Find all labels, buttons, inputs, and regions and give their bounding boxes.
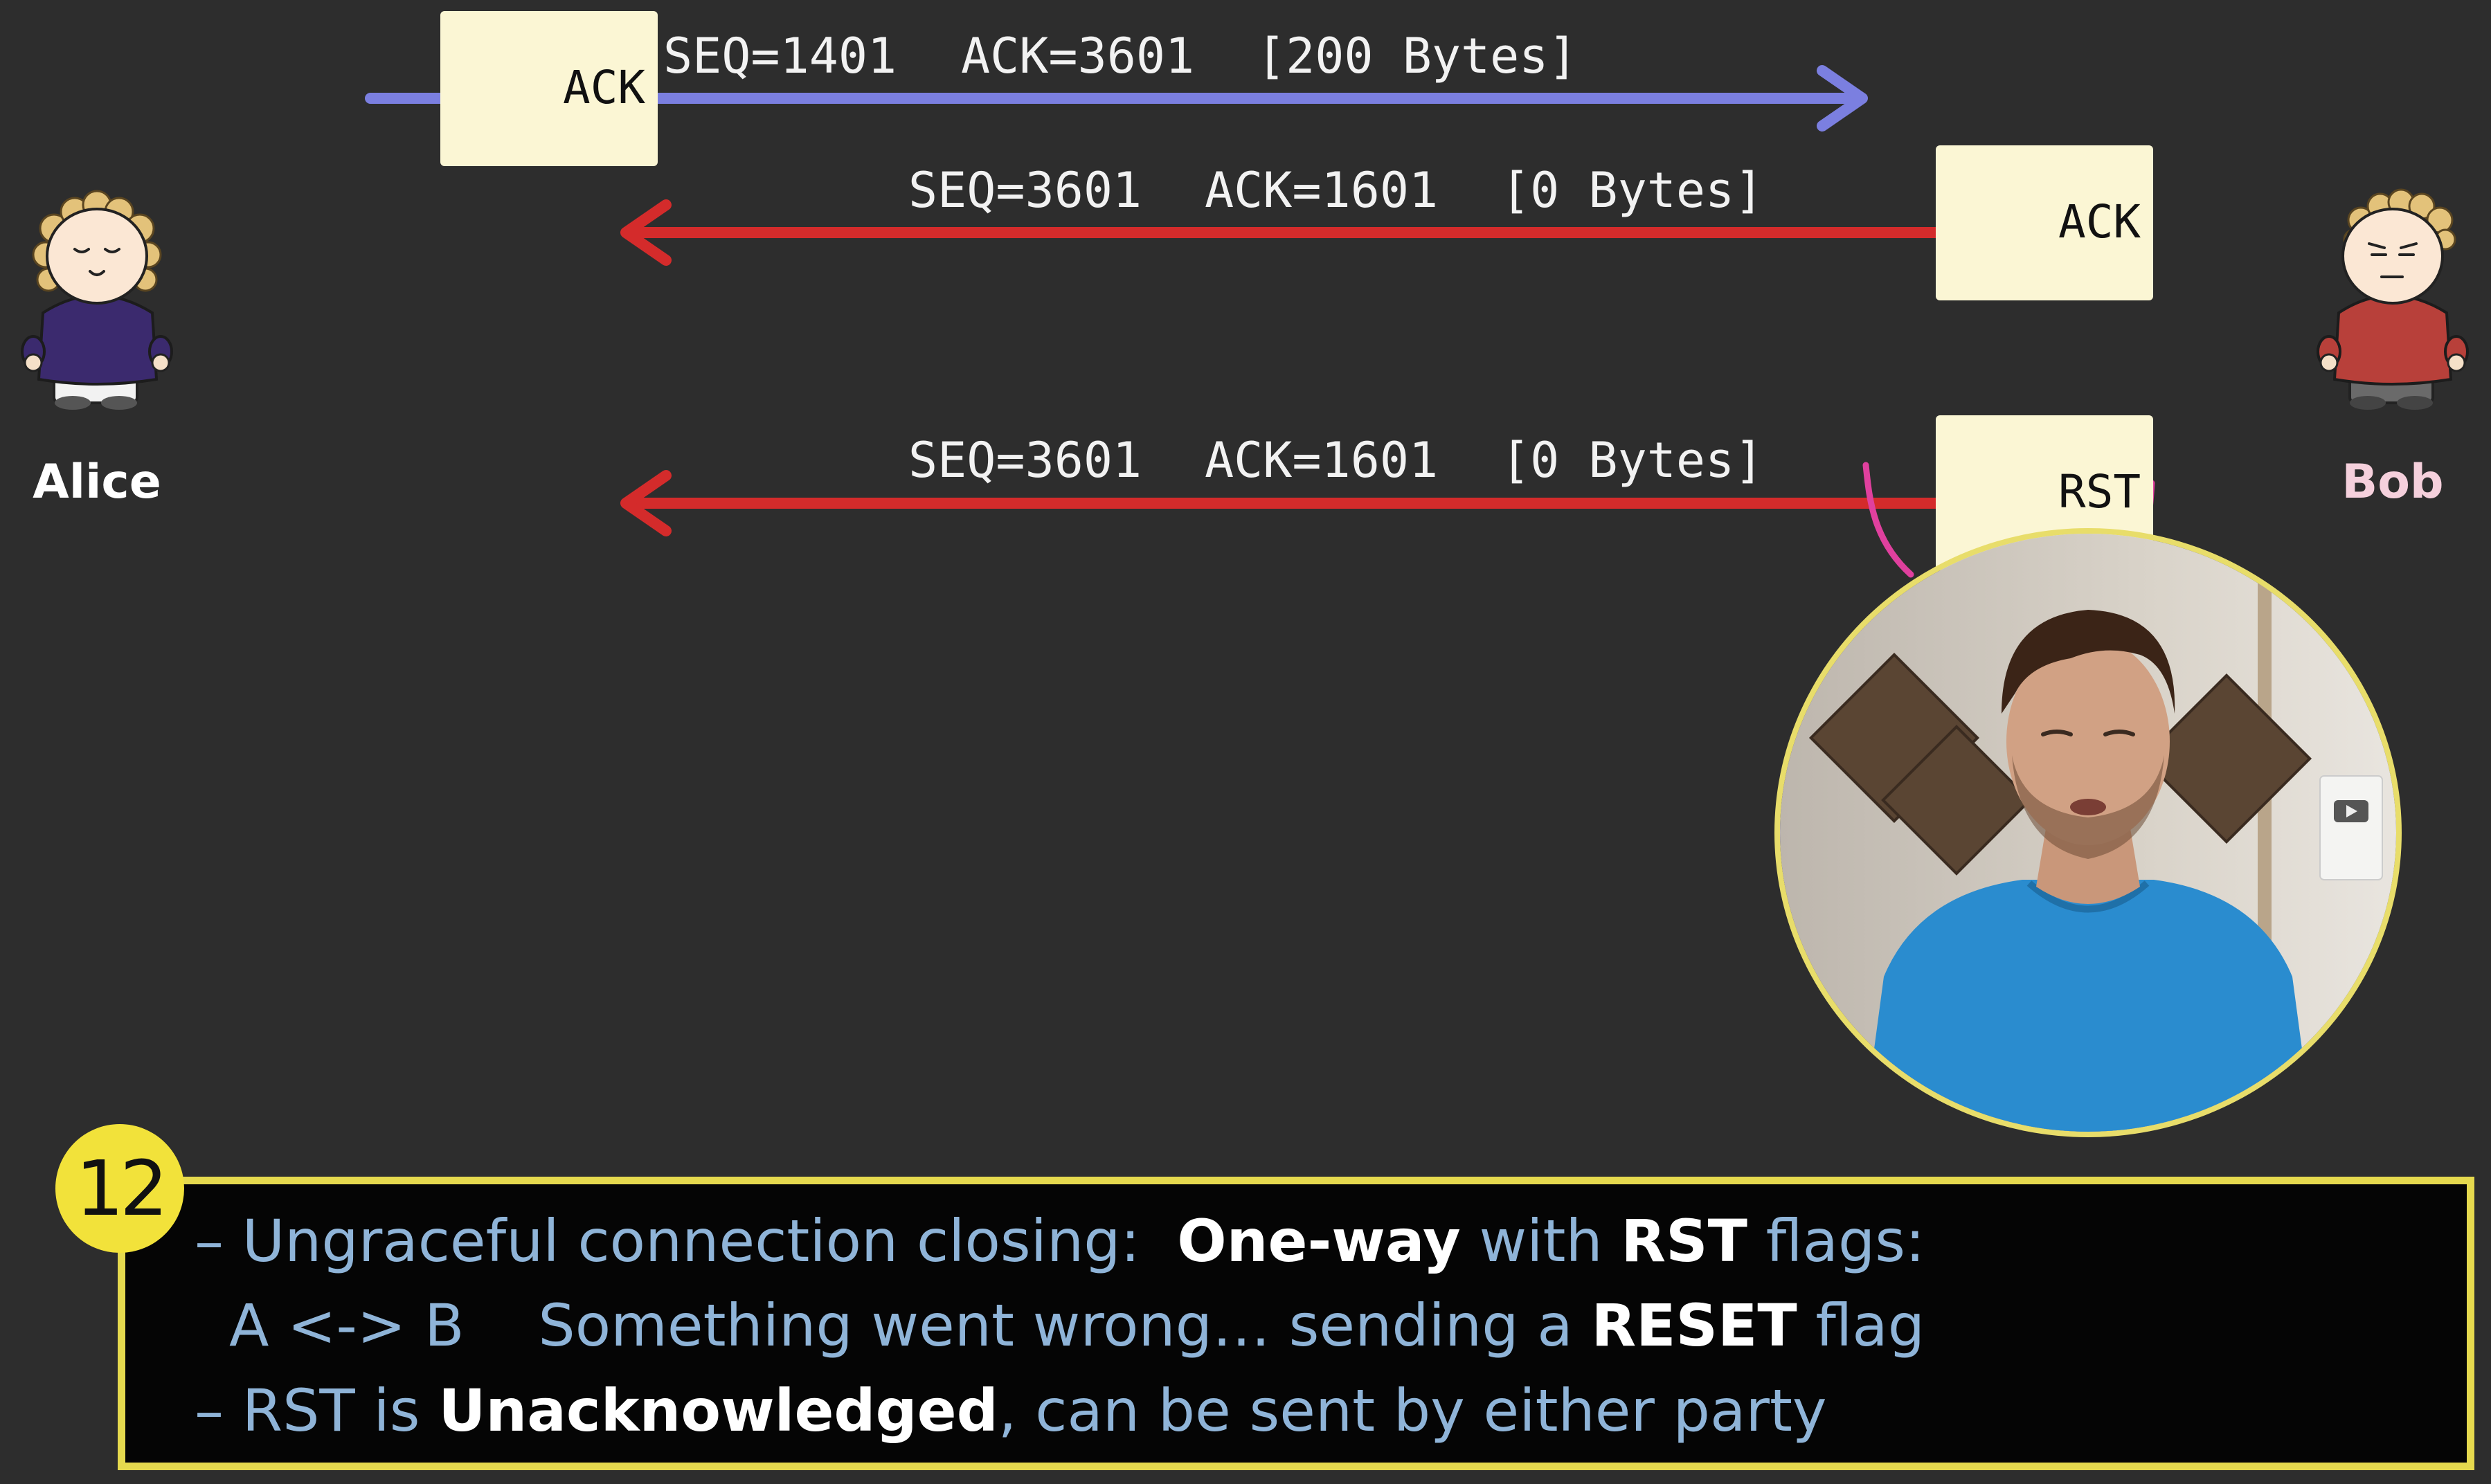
msg-2-seq: SEQ=3601 (908, 162, 1142, 219)
msg-3-ack: ACK=1601 (1205, 432, 1439, 489)
alice-name: Alice (33, 455, 161, 509)
arrow-msg-2 (620, 199, 2125, 266)
presenter-webcam-overlay (1774, 528, 2402, 1137)
caption-line-3: – RST is Unacknowledged, can be sent by … (195, 1382, 1827, 1440)
caption-line-2-emph-reset: RESET (1591, 1292, 1797, 1359)
annotation-stroke-left (1862, 462, 1914, 578)
msg-1-ack: ACK=3601 (961, 28, 1195, 84)
flag-text: ACK (562, 61, 646, 114)
wall-plaque (2319, 775, 2383, 880)
msg-1-seq: SEQ=1401 (663, 28, 897, 84)
msg-3-seq: SEQ=3601 (908, 432, 1142, 489)
caption-line-1-part-a: – Ungraceful connection closing: (195, 1207, 1178, 1275)
msg-3-size: [0 Bytes] (1501, 432, 1764, 489)
caption-panel: – Ungraceful connection closing: One-way… (118, 1177, 2474, 1470)
msg-1-size: [200 Bytes] (1257, 28, 1578, 84)
msg-2-ack: ACK=1601 (1205, 162, 1439, 219)
caption-line-1-part-c: with (1460, 1207, 1621, 1275)
flag-badge-ack-2: ACK (1936, 145, 2154, 300)
webcam-scene (1780, 534, 2396, 1132)
bob-label: Bob (2303, 459, 2483, 506)
presenter-face (2006, 637, 2170, 845)
caption-line-3-emph-unacknowledged: Unacknowledged (438, 1377, 998, 1445)
caption-line-1-emph-rst: RST (1621, 1207, 1747, 1275)
caption-line-3-part-c: , can be sent by either party (998, 1377, 1827, 1445)
caption-line-1-emph-oneway: One-way (1177, 1207, 1461, 1275)
flag-text: RST (2058, 465, 2141, 518)
presenter-shirt (1863, 880, 2313, 1132)
msg-2-size: [0 Bytes] (1501, 162, 1764, 219)
bob-name: Bob (2341, 455, 2444, 509)
wall-panels (1808, 652, 2312, 876)
caption-line-2-part-c: flag (1797, 1292, 1925, 1359)
flag-badge-ack-1: ACK (440, 11, 658, 166)
caption-line-3-part-a: – RST is (195, 1377, 439, 1445)
step-number-badge: 12 (55, 1124, 184, 1253)
flag-text: ACK (2058, 195, 2141, 248)
caption-line-1-part-e: flags: (1747, 1207, 1925, 1275)
caption-line-2-part-a: A <-> B Something went wrong… sending a (229, 1292, 1592, 1359)
caption-line-1: – Ungraceful connection closing: One-way… (195, 1212, 1925, 1270)
alice-label: Alice (7, 459, 187, 506)
caption-line-2: A <-> B Something went wrong… sending a … (229, 1296, 1925, 1355)
